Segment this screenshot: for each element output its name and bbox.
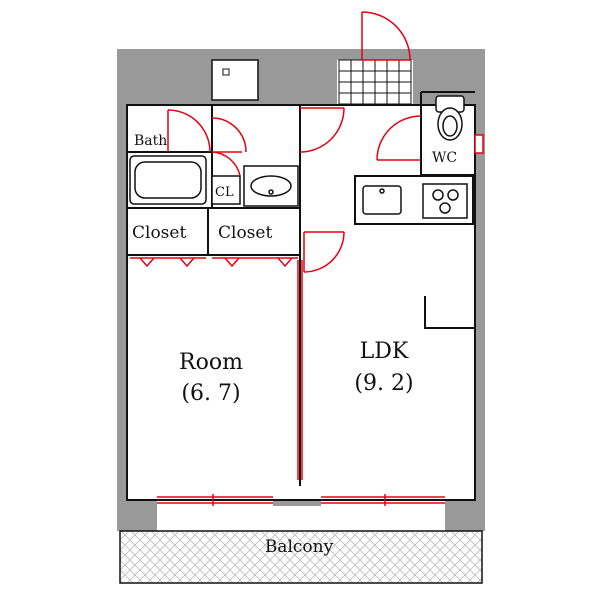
balcony-windows [157,494,445,506]
doors [167,11,422,273]
cl-box [211,175,241,205]
closet-doors [130,257,298,268]
balcony-label: Balcony [265,537,334,557]
room-name-label: Room [179,350,243,375]
toilet [435,95,465,141]
cl-label: CL [215,185,234,200]
bathtub [129,155,207,205]
ldk-size-label: (9. 2) [354,371,413,396]
wc-window [474,134,484,154]
sliding-partition [297,260,303,480]
bath-label: Bath [134,133,167,149]
closet-left-label: Closet [132,223,186,243]
interior-walls [126,91,476,501]
room-size-label: (6. 7) [181,381,240,406]
ldk-name-label: LDK [360,339,409,364]
wash-basin [243,165,299,207]
closet-right-label: Closet [218,223,272,243]
wc-label: WC [432,150,457,166]
stove [422,183,468,219]
shaft [211,59,259,101]
balcony [119,530,483,584]
kitchen-sink [362,185,402,215]
